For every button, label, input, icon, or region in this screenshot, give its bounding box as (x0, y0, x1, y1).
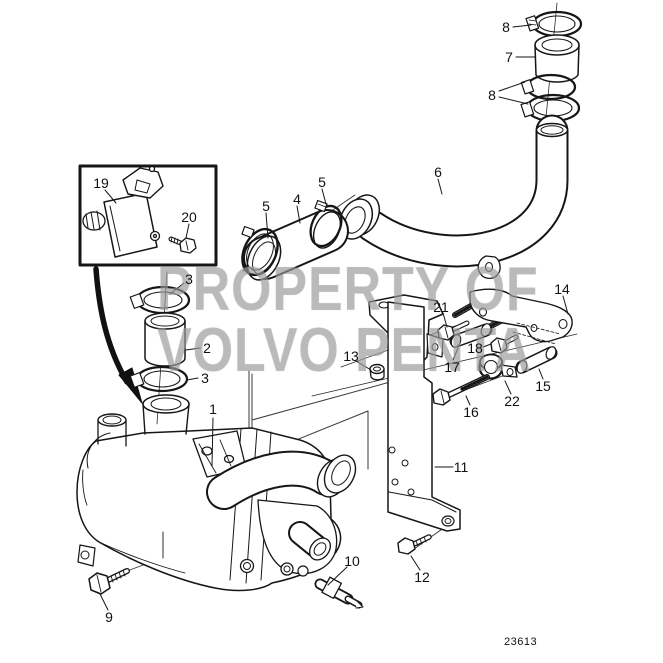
part-nut-13 (369, 363, 385, 381)
part-hose-clamp-5-left (241, 225, 279, 277)
part-bolt-9 (88, 568, 130, 595)
part-hose-clamp-8-top (525, 10, 583, 38)
callout-5-left: 5 (262, 198, 270, 214)
callout-5-top: 5 (318, 174, 326, 190)
part-hose-clamp-8-mid (520, 73, 577, 101)
callout-8-top: 8 (502, 19, 510, 35)
part-bolt-20 (168, 236, 197, 254)
callout-4: 4 (293, 191, 301, 207)
callout-12: 12 (414, 569, 430, 585)
part-sleeve-2 (144, 312, 186, 367)
callout-19: 19 (93, 175, 109, 191)
callout-16: 16 (463, 404, 479, 420)
callout-18: 18 (467, 340, 483, 356)
part-clamp-ring-3-lower (129, 365, 189, 393)
part-clamp-ring-3-upper (129, 285, 191, 315)
part-bracket-11 (387, 301, 461, 532)
part-bolt-18 (490, 334, 519, 354)
part-pipe-6 (338, 114, 569, 280)
callout-6: 6 (434, 164, 442, 180)
callout-8-low: 8 (488, 87, 496, 103)
callout-3-lower: 3 (201, 370, 209, 386)
part-bolt-12 (397, 534, 432, 555)
callout-2: 2 (203, 340, 211, 356)
drawing-number: 23613 (504, 636, 538, 648)
callout-22: 22 (504, 393, 520, 409)
part-clamp-22 (478, 353, 518, 380)
part-sensor-19 (82, 165, 164, 258)
part-spacer-17 (449, 323, 493, 348)
callout-1: 1 (209, 401, 217, 417)
callout-21: 21 (433, 299, 449, 315)
callout-10: 10 (344, 553, 360, 569)
callout-3-upper: 3 (185, 271, 193, 287)
part-hose-sleeve-4 (243, 209, 349, 281)
callout-14: 14 (554, 281, 570, 297)
part-hose-clamp-5-right (309, 199, 343, 248)
callout-20: 20 (181, 209, 197, 225)
part-bolt-16 (432, 374, 490, 406)
callout-7: 7 (505, 49, 513, 65)
leader-lines (99, 24, 569, 611)
callout-9: 9 (105, 609, 113, 625)
part-bracket-14 (469, 288, 573, 345)
callout-13: 13 (343, 348, 359, 364)
part-heat-exchanger-1 (76, 394, 357, 592)
callout-15: 15 (535, 378, 551, 394)
part-spacer-15 (515, 346, 558, 374)
part-sensor-10 (314, 576, 364, 609)
inset-box (78, 164, 218, 267)
callout-17: 17 (444, 359, 460, 375)
callout-11: 11 (453, 459, 469, 475)
